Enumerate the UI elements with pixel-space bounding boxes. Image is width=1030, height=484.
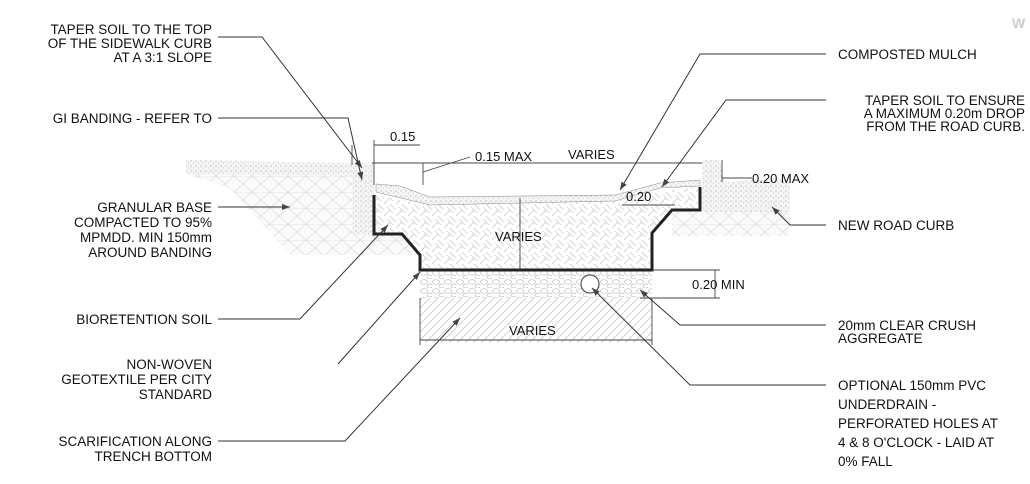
dim-curb-width: 0.15: [390, 129, 415, 144]
sidewalk-curb: [352, 163, 374, 235]
label-geotextile-3: STANDARD: [139, 387, 213, 402]
dim-aggregate-min: 0.20 MIN: [692, 277, 745, 292]
underdrain-pipe: [580, 274, 600, 294]
road-base: [672, 212, 790, 236]
dim-step: 0.20: [626, 189, 651, 204]
label-taper-top-3: AT A 3:1 SLOPE: [113, 50, 212, 65]
label-granular-3: MPMDD. MIN 150mm: [80, 230, 212, 245]
left-labels: TAPER SOIL TO THE TOP OF THE SIDEWALK CU…: [48, 22, 213, 464]
dim-bottom-width: VARIES: [509, 323, 556, 338]
label-gi-banding: GI BANDING - REFER TO: [53, 111, 212, 126]
label-taper-drop-1: TAPER SOIL TO ENSURE: [865, 93, 1025, 108]
label-taper-top-1: TAPER SOIL TO THE TOP: [50, 22, 212, 37]
label-granular-2: COMPACTED TO 95%: [74, 215, 212, 230]
label-geotextile-1: NON-WOVEN: [127, 357, 213, 372]
granular-base-left: [186, 174, 420, 255]
label-geotextile-2: GEOTEXTILE PER CITY: [61, 372, 212, 387]
label-aggregate-1: 20mm CLEAR CRUSH: [838, 318, 976, 333]
label-aggregate-2: AGGREGATE: [838, 331, 923, 346]
label-taper-top-2: OF THE SIDEWALK CURB: [48, 36, 212, 51]
dim-mulch-max: 0.15 MAX: [475, 149, 532, 164]
label-underdrain-5: 0% FALL: [838, 454, 893, 469]
mulch-layer: [375, 179, 701, 206]
dim-top-width: VARIES: [568, 147, 615, 162]
label-underdrain-3: PERFORATED HOLES AT: [838, 416, 998, 431]
label-taper-drop-2: A MAXIMUM 0.20m DROP: [864, 106, 1025, 121]
dimension-lines: [351, 140, 752, 345]
label-bioretention: BIORETENTION SOIL: [76, 312, 212, 327]
aggregate-layer: [420, 270, 652, 298]
label-granular-4: AROUND BANDING: [88, 245, 212, 260]
label-granular-1: GRANULAR BASE: [97, 200, 212, 215]
dim-soil-depth: VARIES: [495, 229, 542, 244]
geotextile-line: [372, 187, 702, 272]
label-taper-drop-3: FROM THE ROAD CURB.: [866, 119, 1025, 134]
watermark: W: [1012, 15, 1026, 31]
label-underdrain-4: 4 & 8 O'CLOCK - LAID AT: [838, 435, 994, 450]
label-scarification-2: TRENCH BOTTOM: [95, 449, 213, 464]
dim-curb-drop-max: 0.20 MAX: [752, 171, 809, 186]
label-underdrain-2: UNDERDRAIN -: [838, 397, 936, 412]
sidewalk: [186, 160, 352, 176]
label-road-curb: NEW ROAD CURB: [838, 218, 954, 233]
label-underdrain-1: OPTIONAL 150mm PVC: [838, 378, 986, 393]
road-curb: [702, 160, 790, 212]
label-mulch: COMPOSTED MULCH: [838, 47, 977, 62]
taper-drop-label: TAPER SOIL TO ENSURE A MAXIMUM 0.20m DRO…: [864, 93, 1025, 134]
bioretention-soil: [374, 187, 700, 270]
leader-lines: [218, 36, 826, 442]
label-scarification-1: SCARIFICATION ALONG: [58, 434, 212, 449]
